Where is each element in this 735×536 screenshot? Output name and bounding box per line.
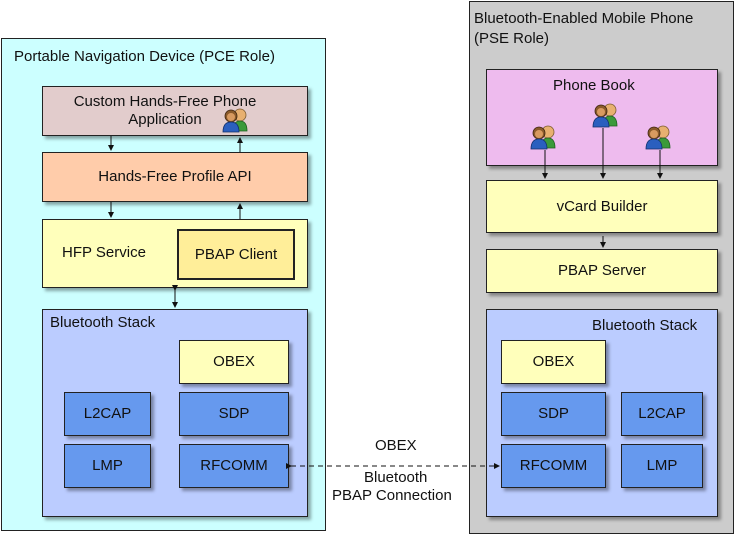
right-lmp-box: LMP (621, 444, 703, 488)
connection-label-pbap: PBAP Connection (332, 487, 452, 504)
left-device-title: Portable Navigation Device (PCE Role) (14, 48, 275, 65)
connection-label-obex: OBEX (375, 437, 417, 454)
right-obex-box: OBEX (501, 340, 606, 384)
left-lmp-box: LMP (64, 444, 151, 488)
hfp-service-label: HFP Service (62, 244, 146, 261)
phone-book-label: Phone Book (553, 77, 635, 94)
left-sdp-label: SDP (218, 405, 250, 422)
people-icon (590, 102, 622, 133)
connection-label-bluetooth: Bluetooth (364, 469, 428, 486)
people-icon (528, 124, 560, 155)
hfp-api-box: Hands-Free Profile API (42, 152, 308, 202)
left-l2cap-label: L2CAP (83, 405, 132, 422)
left-rfcomm-label: RFCOMM (200, 457, 268, 474)
left-stack-label: Bluetooth Stack (50, 314, 156, 331)
right-stack-label: Bluetooth Stack (592, 317, 698, 334)
hfp-api-label: Hands-Free Profile API (98, 168, 252, 185)
vcard-builder-box: vCard Builder (486, 180, 718, 233)
right-device-title-line1: Bluetooth-Enabled Mobile Phone (474, 10, 694, 27)
pbap-server-box: PBAP Server (486, 249, 718, 293)
right-device-title-line2: (PSE Role) (474, 30, 550, 47)
right-rfcomm-label: RFCOMM (519, 457, 588, 474)
right-rfcomm-box: RFCOMM (501, 444, 606, 488)
right-sdp-label: SDP (538, 405, 569, 422)
left-sdp-box: SDP (179, 392, 289, 436)
right-sdp-box: SDP (501, 392, 606, 436)
left-lmp-label: LMP (92, 457, 123, 474)
left-rfcomm-box: RFCOMM (179, 444, 289, 488)
people-icon (220, 107, 252, 138)
pbap-client-box: PBAP Client (177, 229, 295, 280)
right-lmp-label: LMP (646, 457, 678, 474)
right-l2cap-box: L2CAP (621, 392, 703, 436)
app-box: Custom Hands-Free Phone Application (42, 86, 308, 136)
vcard-builder-label: vCard Builder (556, 197, 648, 215)
app-label: Custom Hands-Free Phone Application (73, 93, 257, 128)
left-obex-label: OBEX (213, 353, 255, 370)
right-l2cap-label: L2CAP (638, 405, 686, 422)
left-obex-box: OBEX (179, 340, 289, 384)
right-obex-label: OBEX (532, 353, 575, 370)
pbap-server-label: PBAP Server (557, 262, 647, 279)
pbap-client-label: PBAP Client (194, 245, 278, 263)
left-l2cap-box: L2CAP (64, 392, 151, 436)
people-icon (643, 124, 675, 155)
